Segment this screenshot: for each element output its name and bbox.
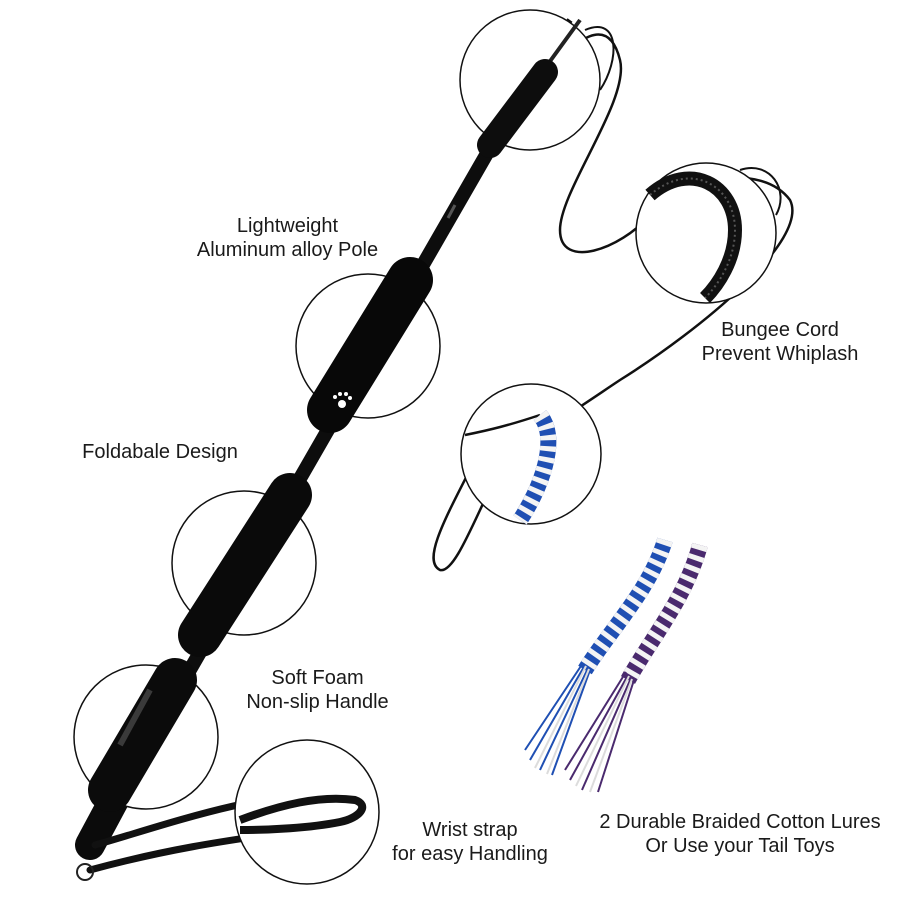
bungee-detail-circle xyxy=(635,162,782,304)
bungee-label: Bungee Cord Prevent Whiplash xyxy=(680,318,880,366)
lure-attachment-circle xyxy=(460,383,602,525)
lures-label: 2 Durable Braided Cotton Lures Or Use yo… xyxy=(580,810,900,858)
fold-label-line-1: Foldabale Design xyxy=(82,441,238,463)
fold-joint-circle xyxy=(171,473,317,657)
bungee-label-line-2: Prevent Whiplash xyxy=(701,343,859,365)
tip-detail-circle xyxy=(459,9,615,158)
fold-label: Foldabale Design xyxy=(70,440,250,464)
wrist-strap-circle xyxy=(234,739,380,885)
handle-label-line-1: Soft Foam xyxy=(271,667,364,689)
lures-label-line-2: Or Use your Tail Toys xyxy=(645,835,835,857)
lures-label-line-1: 2 Durable Braided Cotton Lures xyxy=(599,811,881,833)
bungee-cord xyxy=(432,33,794,572)
wrist-label: Wrist strap for easy Handling xyxy=(380,818,560,866)
wrist-label-line-1: Wrist strap xyxy=(422,819,518,841)
handle-label: Soft Foam Non-slip Handle xyxy=(230,666,405,714)
bungee-label-line-1: Bungee Cord xyxy=(721,319,839,341)
pole-label: Lightweight Aluminum alloy Pole xyxy=(180,214,395,262)
blue-braided-lure xyxy=(524,537,673,776)
purple-braided-lure xyxy=(564,542,708,793)
wrist-label-line-2: for easy Handling xyxy=(392,843,548,865)
handle-detail-circle xyxy=(73,658,219,812)
grip-detail-circle xyxy=(295,257,441,433)
paw-print-icon xyxy=(333,392,352,408)
pole-label-line-2: Aluminum alloy Pole xyxy=(196,239,379,261)
pole-label-line-1: Lightweight xyxy=(236,215,339,237)
handle-label-line-2: Non-slip Handle xyxy=(246,691,389,713)
